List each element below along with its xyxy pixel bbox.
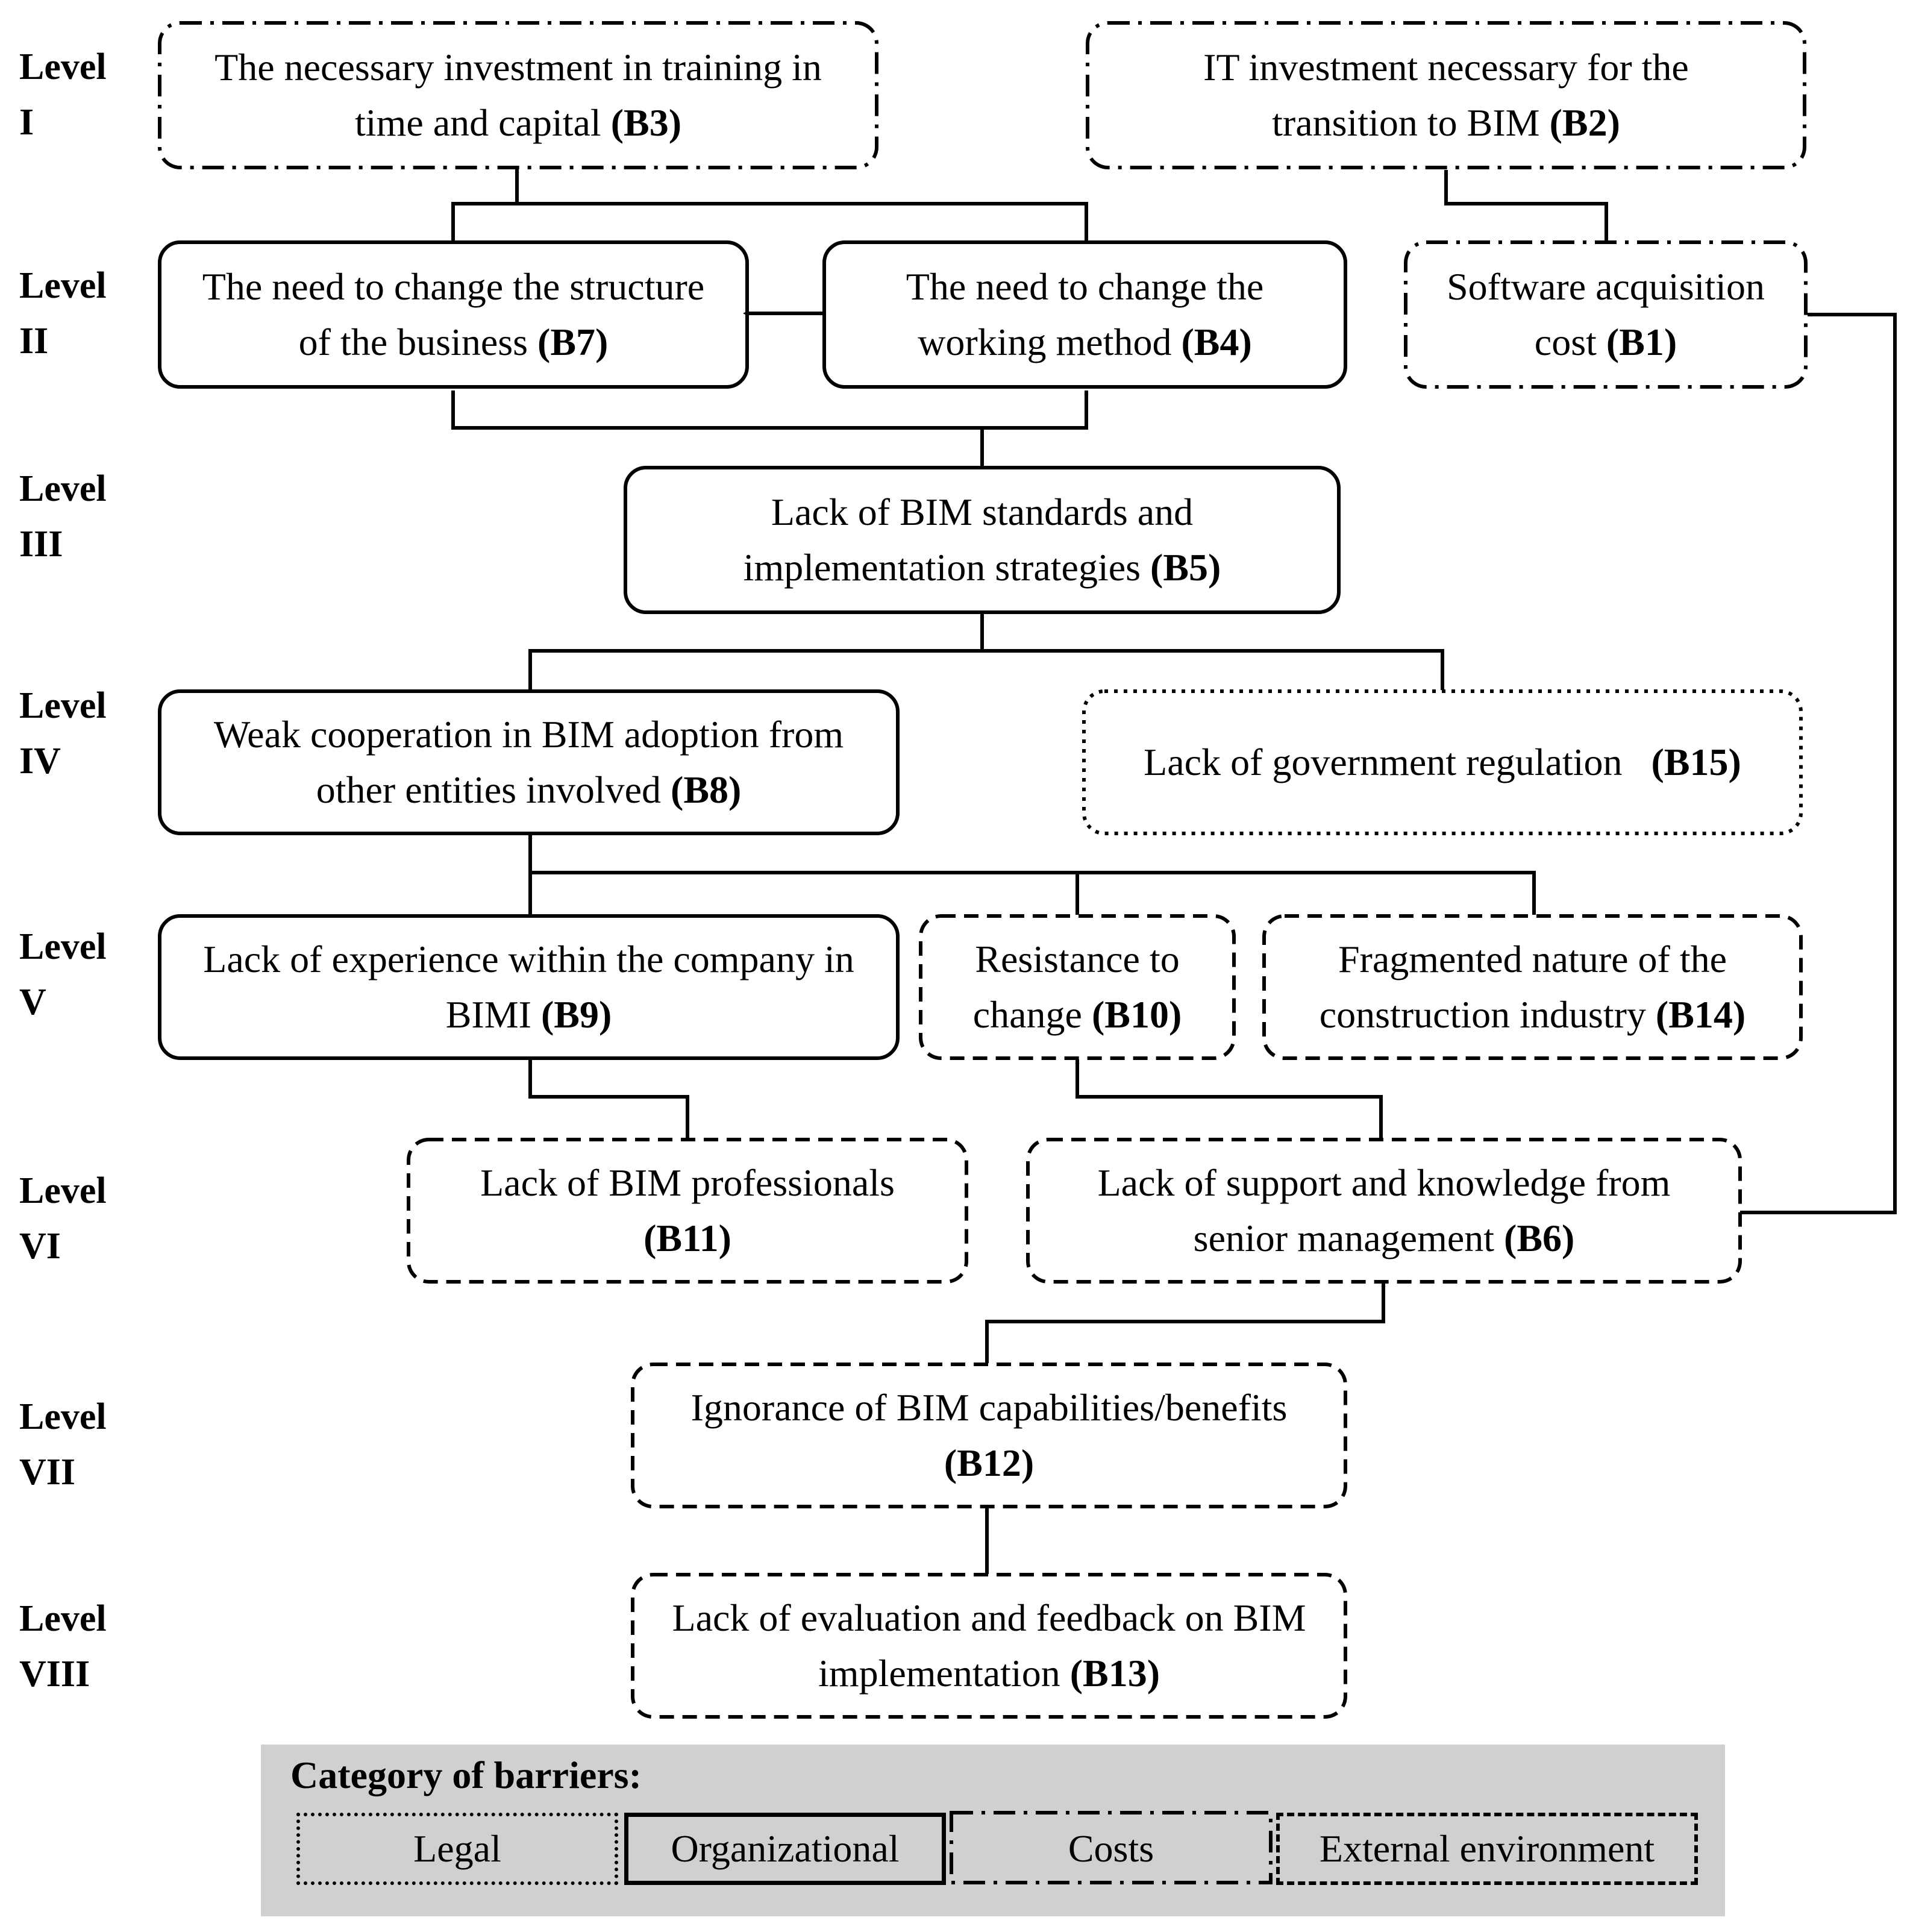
barrier-code: (B10) [1091, 993, 1182, 1036]
edge-b11-to-b9 [528, 1059, 689, 1139]
border-b3 [158, 21, 878, 169]
border-b2 [1086, 21, 1806, 169]
edge-b5-to-b4 [982, 390, 1089, 430]
barrier-node-b6: Lack of support and knowledge from senio… [1028, 1140, 1740, 1282]
edge-b6-to-b1 [1740, 312, 1897, 1214]
edge-b6-to-b10 [1075, 1059, 1383, 1139]
legend-label: External environment [1319, 1827, 1655, 1870]
barrier-node-b9: Lack of experience within the company in… [160, 916, 898, 1058]
barrier-code: (B13) [1069, 1652, 1160, 1695]
barrier-code: (B6) [1504, 1217, 1575, 1259]
barrier-node-b7: The need to change the structure of the … [160, 242, 747, 387]
barrier-text: Lack of support and knowledge from senio… [1097, 1161, 1671, 1259]
edge-b9-b10-b14-to-b8 [528, 871, 1536, 915]
legend-item-organizational: Organizational [624, 1813, 946, 1885]
border-b10 [919, 914, 1236, 1060]
border-b11 [407, 1138, 968, 1284]
barrier-code: (B7) [537, 321, 609, 363]
edge-b7-b4-to-b3 [451, 202, 1088, 241]
border-b9 [158, 914, 900, 1060]
border-b1 [1404, 240, 1808, 389]
barrier-node-b15: Lack of government regulation (B15) [1084, 691, 1801, 833]
edge-b12-to-b6 [985, 1282, 1386, 1363]
barrier-text: Ignorance of BIM capabilities/benefits [690, 1386, 1288, 1429]
barrier-node-b1: Software acquisition cost (B1) [1406, 242, 1806, 387]
legend-label: Legal [413, 1827, 501, 1870]
barrier-text: Lack of experience within the company in… [203, 938, 854, 1036]
border-b5 [624, 466, 1341, 614]
legend-dashdot-border [950, 1811, 1273, 1884]
legend-label: Costs [1068, 1827, 1154, 1870]
barrier-text: Fragmented nature of the construction in… [1319, 938, 1727, 1036]
barrier-code: (B15) [1651, 741, 1741, 783]
edge-b1-to-b2 [1444, 170, 1608, 242]
legend-title: Category of barriers: [290, 1754, 642, 1796]
edge-b8-b15-to-b5 [528, 649, 1444, 690]
legend-panel [261, 1745, 1725, 1916]
border-b7 [158, 240, 749, 389]
legend-item-costs: Costs [951, 1813, 1271, 1885]
barrier-text: The necessary investment in training in … [214, 46, 822, 144]
barrier-code: (B8) [671, 768, 742, 811]
border-b4 [822, 240, 1347, 389]
barrier-node-b13: Lack of evaluation and feedback on BIM i… [633, 1575, 1345, 1717]
barrier-node-b14: Fragmented nature of the construction in… [1264, 916, 1801, 1058]
barrier-text: Lack of BIM standards and implementation… [743, 491, 1194, 589]
barrier-node-b2: IT investment necessary for the transiti… [1088, 23, 1805, 168]
barrier-code: (B5) [1150, 546, 1221, 589]
barrier-node-b10: Resistance to change (B10) [921, 916, 1234, 1058]
barrier-node-b5: Lack of BIM standards and implementation… [625, 468, 1339, 612]
edge-b5-to-b7-b4 [451, 390, 984, 467]
barrier-text: Lack of government regulation [1144, 741, 1623, 783]
barrier-text: Weak cooperation in BIM adoption from ot… [213, 713, 844, 811]
barrier-code: (B14) [1655, 993, 1746, 1036]
barrier-node-b8: Weak cooperation in BIM adoption from ot… [160, 691, 898, 833]
barrier-code: (B11) [643, 1217, 731, 1259]
barrier-code: (B1) [1606, 321, 1677, 363]
barrier-text: The need to change the structure of the … [202, 265, 705, 363]
border-b15 [1082, 689, 1803, 835]
barrier-node-b12: Ignorance of BIM capabilities/benefits (… [633, 1364, 1345, 1507]
border-b14 [1262, 914, 1803, 1060]
border-b13 [631, 1573, 1347, 1719]
barrier-text: Lack of evaluation and feedback on BIM i… [672, 1596, 1306, 1695]
legend-item-external-environment: External environment [1276, 1813, 1698, 1885]
barrier-code: (B2) [1549, 101, 1620, 144]
barrier-node-b3: The necessary investment in training in … [160, 23, 877, 168]
barrier-text: IT investment necessary for the transiti… [1203, 46, 1689, 144]
legend-label: Organizational [671, 1827, 900, 1870]
barrier-text: Lack of BIM professionals [480, 1161, 895, 1204]
border-b6 [1026, 1138, 1742, 1284]
barrier-code: (B3) [610, 101, 682, 144]
legend-item-legal: Legal [296, 1813, 618, 1885]
barrier-node-b4: The need to change the working method (B… [824, 242, 1345, 387]
barrier-code: (B12) [944, 1441, 1035, 1484]
barrier-text: Software acquisition cost [1447, 265, 1765, 363]
border-b12 [631, 1363, 1347, 1508]
barrier-text: Resistance to change [972, 938, 1180, 1036]
barrier-node-b11: Lack of BIM professionals (B11) [409, 1140, 966, 1282]
barrier-text: The need to change the working method [906, 265, 1264, 363]
barrier-code: (B9) [540, 993, 612, 1036]
border-b8 [158, 689, 900, 835]
barrier-code: (B4) [1181, 321, 1252, 363]
